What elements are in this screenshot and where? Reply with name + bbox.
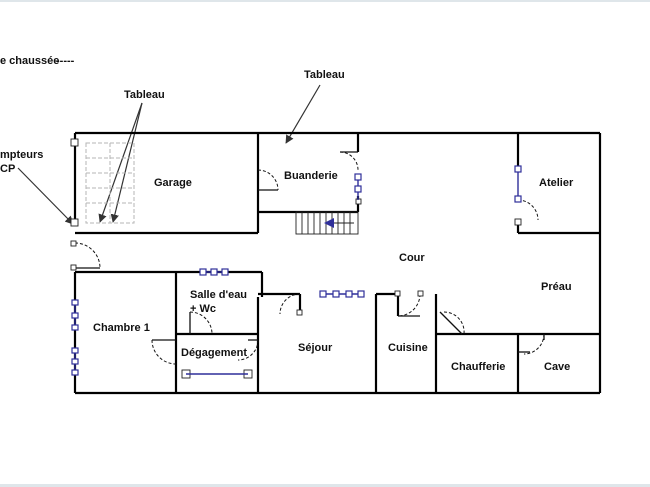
windows [71, 165, 522, 376]
room-atelier: Atelier [539, 177, 574, 189]
room-preau: Préau [541, 281, 572, 293]
tableau-label-right: Tableau [304, 69, 345, 81]
callout-arrows [17, 84, 321, 225]
room-salle-eau: Salle d'eau [190, 289, 247, 301]
interior-walls [75, 133, 600, 393]
room-salle-eau-wc: + Wc [190, 303, 216, 315]
tableau-label-left: Tableau [124, 89, 165, 101]
legend-text: e chaussée [0, 55, 59, 67]
cour-staircase [295, 211, 359, 235]
bottom-frame-line [0, 484, 650, 487]
room-labels: Garage Buanderie Atelier Cour Préau Cham… [93, 170, 574, 373]
compteurs-label: mpteurs [0, 149, 43, 161]
room-buanderie: Buanderie [284, 170, 338, 182]
garage-staircase [85, 142, 135, 224]
doors [74, 151, 545, 365]
room-garage: Garage [154, 177, 192, 189]
room-chaufferie: Chaufferie [451, 361, 505, 373]
room-degagement: Dégagement [181, 347, 247, 359]
room-cour: Cour [399, 252, 425, 264]
top-frame-line [0, 0, 650, 2]
room-cuisine: Cuisine [388, 342, 428, 354]
legend-dash: ----- [56, 55, 75, 67]
room-chambre: Chambre 1 [93, 322, 150, 334]
compteurs-label-2: CP [0, 163, 15, 175]
room-sejour: Séjour [298, 342, 333, 354]
room-cave: Cave [544, 361, 570, 373]
